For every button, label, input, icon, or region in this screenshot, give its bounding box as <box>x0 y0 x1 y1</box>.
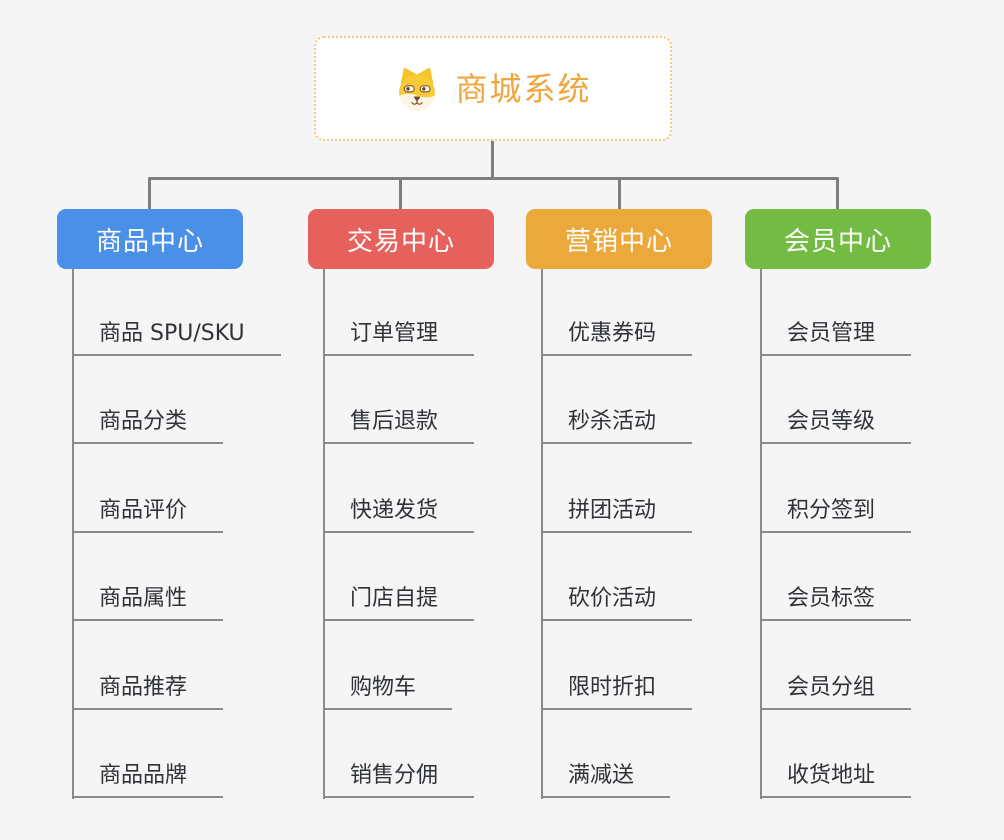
children-spine-line <box>760 269 762 799</box>
child-node[interactable]: 商品属性 <box>72 575 224 621</box>
branch-node-member[interactable]: 会员中心 <box>745 209 931 269</box>
trunk-line <box>148 177 839 180</box>
branch-drop-line <box>618 179 621 210</box>
child-node[interactable]: 会员分组 <box>760 664 912 710</box>
child-node[interactable]: 拼团活动 <box>541 487 693 533</box>
children-spine-line <box>72 269 74 799</box>
child-node[interactable]: 秒杀活动 <box>541 398 693 444</box>
child-node[interactable]: 门店自提 <box>323 575 475 621</box>
branch-drop-line <box>148 179 151 210</box>
child-node[interactable]: 商品推荐 <box>72 664 224 710</box>
child-node[interactable]: 积分签到 <box>760 487 912 533</box>
child-node[interactable]: 售后退款 <box>323 398 475 444</box>
child-node[interactable]: 商品品牌 <box>72 752 224 798</box>
branch-node-marketing[interactable]: 营销中心 <box>526 209 712 269</box>
child-node[interactable]: 快递发货 <box>323 487 475 533</box>
child-node[interactable]: 会员标签 <box>760 575 912 621</box>
branch-drop-line <box>836 179 839 210</box>
child-node[interactable]: 订单管理 <box>323 310 475 356</box>
child-node[interactable]: 砍价活动 <box>541 575 693 621</box>
dog-face-icon <box>399 67 436 111</box>
root-stem-line <box>491 141 494 178</box>
child-node[interactable]: 购物车 <box>323 664 453 710</box>
root-node[interactable]: 商城系统 <box>314 36 672 141</box>
child-node[interactable]: 商品评价 <box>72 487 224 533</box>
child-node[interactable]: 会员管理 <box>760 310 912 356</box>
children-spine-line <box>323 269 325 799</box>
child-node[interactable]: 收货地址 <box>760 752 912 798</box>
child-node[interactable]: 会员等级 <box>760 398 912 444</box>
child-node[interactable]: 满减送 <box>541 752 671 798</box>
child-node[interactable]: 商品分类 <box>72 398 224 444</box>
child-node[interactable]: 限时折扣 <box>541 664 693 710</box>
child-node[interactable]: 销售分佣 <box>323 752 475 798</box>
child-node[interactable]: 优惠券码 <box>541 310 693 356</box>
branch-node-product[interactable]: 商品中心 <box>57 209 243 269</box>
branch-node-trade[interactable]: 交易中心 <box>308 209 494 269</box>
children-spine-line <box>541 269 543 799</box>
root-title: 商城系统 <box>455 69 592 108</box>
child-node[interactable]: 商品 SPU/SKU <box>72 310 281 356</box>
branch-drop-line <box>399 179 402 210</box>
